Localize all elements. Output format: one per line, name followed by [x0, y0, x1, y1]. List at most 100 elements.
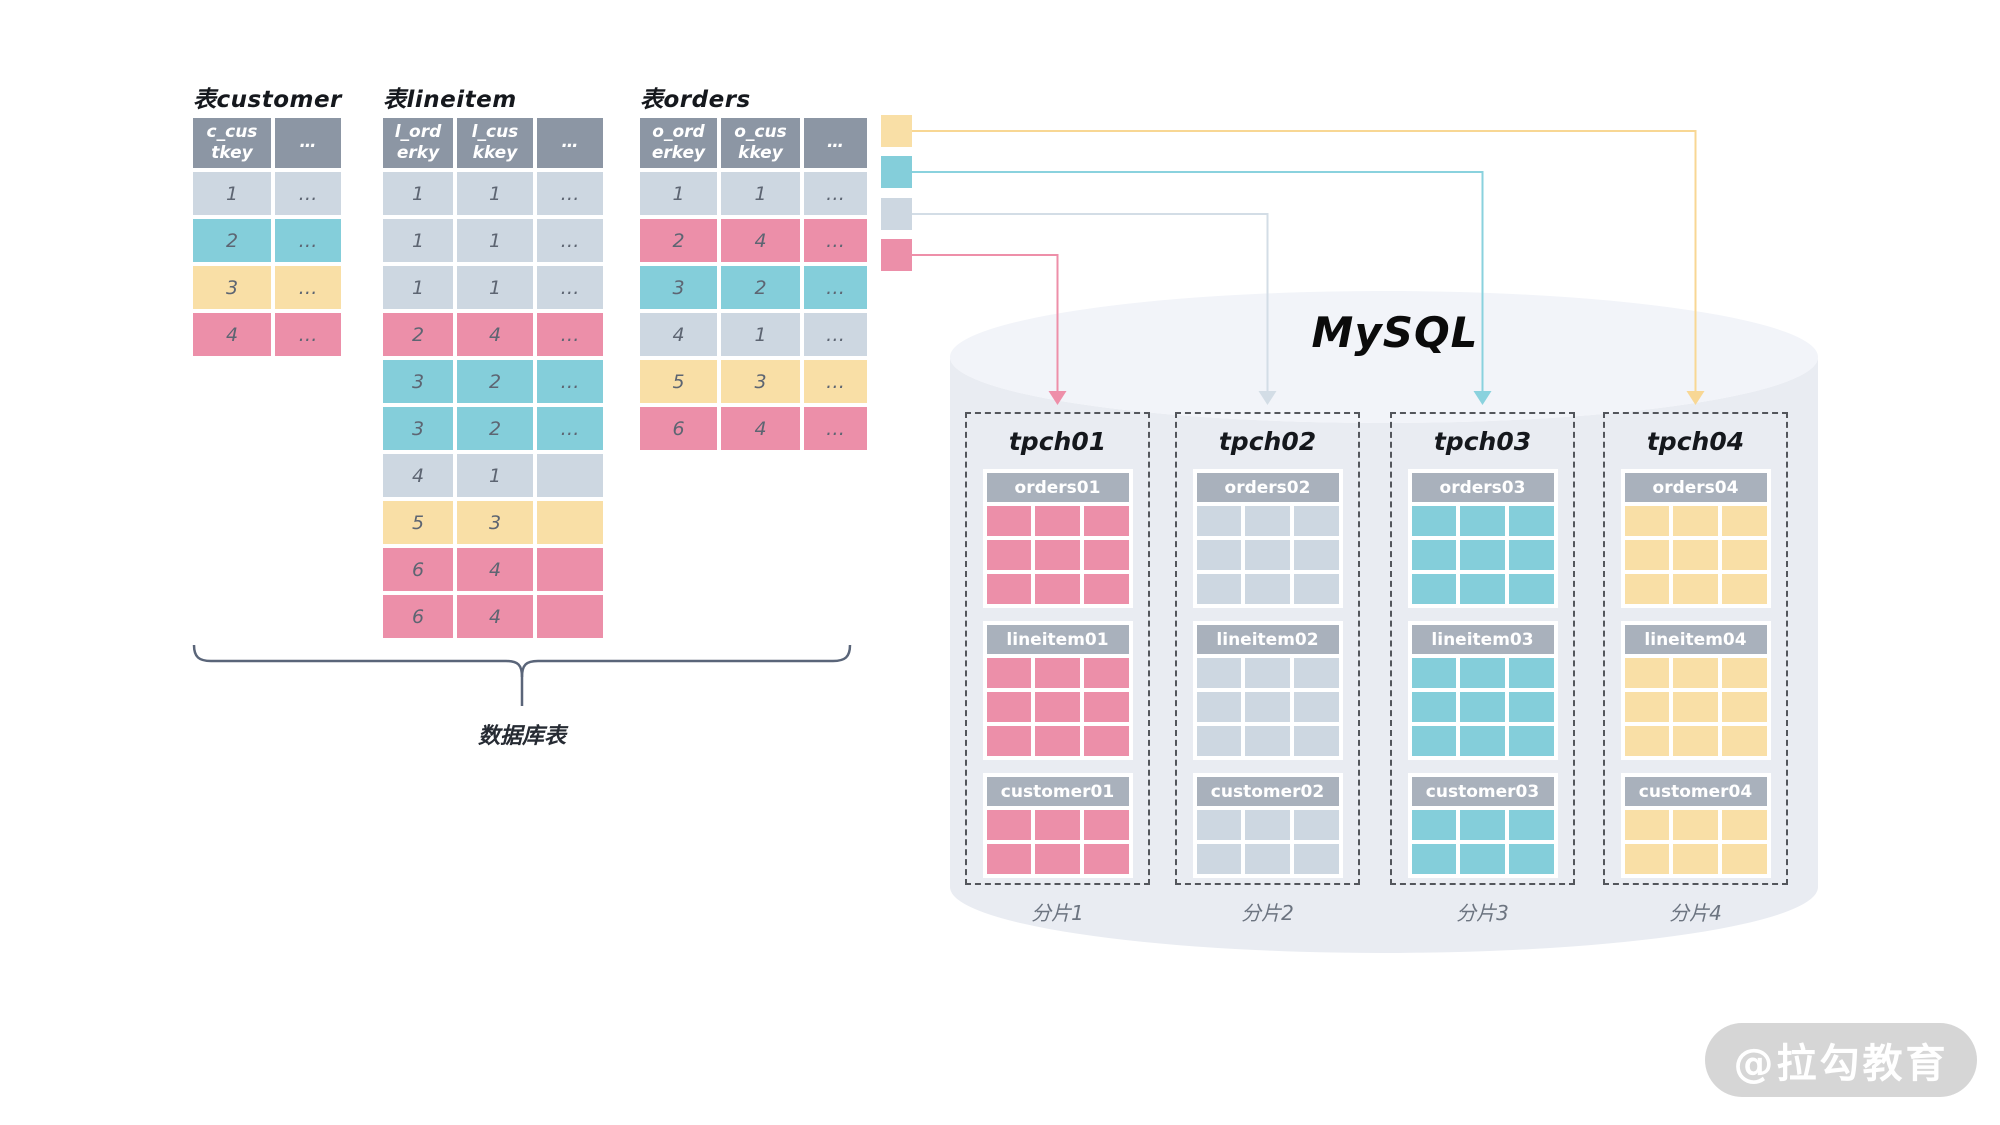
mini-table-grid-lineitem02 — [1196, 658, 1339, 756]
shard-box-tpch03: tpch03 orders03 lineitem03 customer03 — [1390, 412, 1575, 885]
mini-table-lineitem01: lineitem01 — [982, 621, 1133, 760]
shard-label-tpch03: 分片3 — [1456, 901, 1509, 925]
mini-table-cell — [1196, 540, 1242, 570]
table-cell-lineitem-r2-c0: 1 — [383, 266, 453, 309]
mini-table-cell — [1035, 692, 1080, 722]
mini-table-cell — [1673, 574, 1718, 604]
mini-table-cell — [1245, 726, 1290, 756]
column-header-customer-1: … — [275, 118, 341, 168]
arrowhead-gray — [1258, 391, 1277, 405]
mini-table-cell — [1721, 574, 1767, 604]
mini-table-lineitem03: lineitem03 — [1407, 621, 1558, 760]
mini-table-grid-lineitem04 — [1624, 658, 1767, 756]
mini-table-cell — [1624, 844, 1670, 874]
mini-table-cell — [1083, 692, 1129, 722]
connector-line-pink — [912, 254, 1059, 391]
table-cell-customer-r2-c0: 3 — [193, 266, 271, 309]
mini-table-header-customer03: customer03 — [1411, 777, 1554, 806]
mini-table-cell — [1411, 658, 1457, 688]
mini-table-cell — [1624, 574, 1670, 604]
mini-table-cell — [1245, 506, 1290, 536]
mini-table-cell — [986, 658, 1032, 688]
table-cell-lineitem-r8-c1: 4 — [457, 548, 533, 591]
legend-chip-pink — [881, 239, 912, 271]
mini-table-cell — [1721, 810, 1767, 840]
mini-table-cell — [1624, 726, 1670, 756]
arrowhead-teal — [1473, 391, 1492, 405]
table-cell-customer-r2-c1: … — [275, 266, 341, 309]
mini-table-cell — [1673, 810, 1718, 840]
mini-table-customer03: customer03 — [1407, 773, 1558, 878]
table-cell-lineitem-r8-c2 — [537, 548, 603, 591]
table-cell-lineitem-r3-c0: 2 — [383, 313, 453, 356]
mini-table-cell — [1460, 574, 1505, 604]
table-cell-lineitem-r7-c1: 3 — [457, 501, 533, 544]
shard-title-tpch03: tpch03 — [1433, 427, 1532, 456]
mini-table-cell — [1293, 692, 1339, 722]
mini-table-grid-orders02 — [1196, 506, 1339, 604]
mini-table-cell — [1508, 506, 1554, 536]
table-cell-orders-r1-c1: 4 — [721, 219, 800, 262]
mini-table-cell — [1035, 574, 1080, 604]
mini-table-cell — [1293, 844, 1339, 874]
mini-table-header-orders04: orders04 — [1624, 473, 1767, 502]
mysql-title: MySQL — [1311, 308, 1479, 357]
table-cell-lineitem-r0-c0: 1 — [383, 172, 453, 215]
table-cell-customer-r1-c0: 2 — [193, 219, 271, 262]
mini-table-cell — [1673, 658, 1718, 688]
watermark-badge: @拉勾教育 — [1705, 1023, 1977, 1097]
mini-table-grid-orders04 — [1624, 506, 1767, 604]
mini-table-cell — [1721, 658, 1767, 688]
mini-table-cell — [1293, 506, 1339, 536]
mini-table-header-customer04: customer04 — [1624, 777, 1767, 806]
mini-table-cell — [1083, 574, 1129, 604]
table-cell-lineitem-r5-c2: … — [537, 407, 603, 450]
table-cell-orders-r5-c2: … — [804, 407, 867, 450]
mini-table-cell — [1196, 844, 1242, 874]
mini-table-cell — [1411, 726, 1457, 756]
mini-table-cell — [986, 540, 1032, 570]
mini-table-cell — [1721, 692, 1767, 722]
mini-table-header-orders03: orders03 — [1411, 473, 1554, 502]
mini-table-grid-customer02 — [1196, 810, 1339, 874]
watermark-text: @拉勾教育 — [1733, 1041, 1949, 1087]
table-cell-customer-r0-c1: … — [275, 172, 341, 215]
table-cell-lineitem-r2-c2: … — [537, 266, 603, 309]
table-cell-lineitem-r9-c2 — [537, 595, 603, 638]
mini-table-customer04: customer04 — [1620, 773, 1771, 878]
table-cell-customer-r1-c1: … — [275, 219, 341, 262]
mini-table-cell — [1411, 540, 1457, 570]
table-cell-orders-r4-c2: … — [804, 360, 867, 403]
mini-table-cell — [1196, 506, 1242, 536]
mini-table-header-orders01: orders01 — [986, 473, 1129, 502]
mini-table-cell — [1293, 726, 1339, 756]
table-cell-lineitem-r4-c1: 2 — [457, 360, 533, 403]
table-cell-orders-r1-c0: 2 — [640, 219, 717, 262]
mini-table-orders01: orders01 — [982, 469, 1133, 608]
table-cell-orders-r0-c1: 1 — [721, 172, 800, 215]
mini-table-orders03: orders03 — [1407, 469, 1558, 608]
mini-table-header-lineitem03: lineitem03 — [1411, 625, 1554, 654]
table-cell-lineitem-r0-c2: … — [537, 172, 603, 215]
mini-table-orders02: orders02 — [1192, 469, 1343, 608]
mini-table-cell — [1293, 658, 1339, 688]
mini-table-grid-lineitem03 — [1411, 658, 1554, 756]
mini-table-grid-lineitem01 — [986, 658, 1129, 756]
table-title-customer: 表customer — [193, 87, 342, 113]
table-cell-lineitem-r1-c0: 1 — [383, 219, 453, 262]
connector-line-teal — [912, 171, 1484, 391]
table-cell-orders-r4-c1: 3 — [721, 360, 800, 403]
connector-line-yellow — [912, 130, 1697, 391]
table-cell-lineitem-r7-c2 — [537, 501, 603, 544]
mini-table-cell — [1721, 844, 1767, 874]
table-cell-lineitem-r4-c0: 3 — [383, 360, 453, 403]
column-header-lineitem-1: l_cus kkey — [457, 118, 533, 168]
mini-table-cell — [1411, 506, 1457, 536]
mini-table-cell — [1673, 726, 1718, 756]
mini-table-cell — [1411, 844, 1457, 874]
mini-table-cell — [1083, 506, 1129, 536]
mini-table-cell — [1508, 658, 1554, 688]
